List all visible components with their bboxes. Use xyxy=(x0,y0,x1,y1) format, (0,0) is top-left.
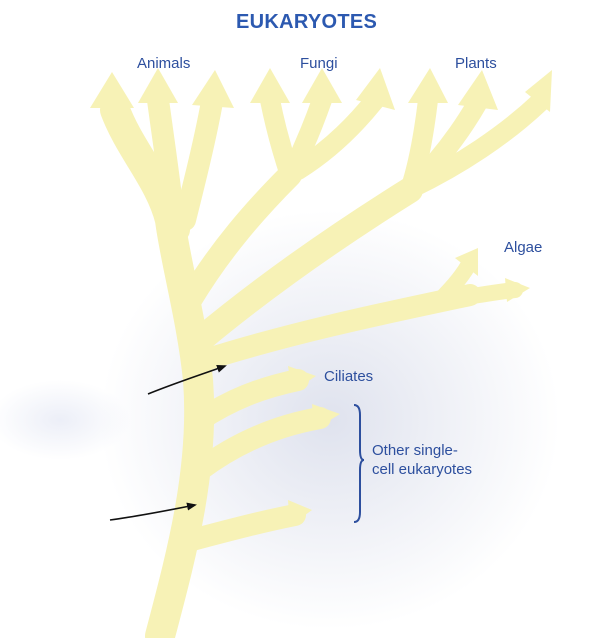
label-other-line1: Other single- xyxy=(372,441,472,460)
label-animals: Animals xyxy=(137,56,190,71)
label-other-single-cell: Other single- cell eukaryotes xyxy=(372,441,472,479)
animals-branch-right xyxy=(185,102,212,220)
arrowhead-plants-2 xyxy=(458,70,498,110)
label-fungi: Fungi xyxy=(300,56,338,71)
arrowhead-animals-3 xyxy=(192,70,234,108)
arrowhead-animals-1 xyxy=(90,72,134,108)
arrowhead-fungi-2 xyxy=(302,68,342,103)
arrowhead-fungi-1 xyxy=(250,68,290,103)
arrowhead-animals-2 xyxy=(138,68,178,103)
label-ciliates: Ciliates xyxy=(324,369,373,384)
label-algae: Algae xyxy=(504,240,542,255)
animals-branch-mid xyxy=(158,100,172,205)
label-plants: Plants xyxy=(455,56,497,71)
diagram-title: EUKARYOTES xyxy=(236,12,377,32)
label-other-line2: cell eukaryotes xyxy=(372,460,472,479)
arrowhead-plants-1 xyxy=(408,68,448,103)
